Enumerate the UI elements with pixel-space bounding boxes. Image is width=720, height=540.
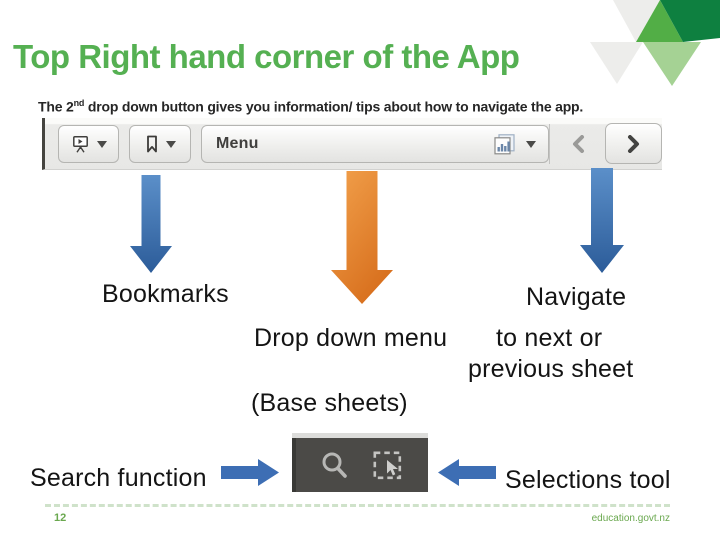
page-number: 12 — [54, 512, 67, 524]
previous-sheet-button[interactable] — [549, 124, 605, 164]
bookmark-icon — [146, 135, 157, 153]
subtitle-part1: The — [38, 98, 66, 115]
search-icon[interactable] — [321, 451, 348, 479]
menu-button-right — [494, 126, 536, 162]
base-sheets-label: (Base sheets) — [251, 389, 408, 417]
chevron-left-icon — [572, 135, 584, 153]
menu-button[interactable]: Menu — [201, 125, 549, 163]
footer-url: education.govt.nz — [591, 513, 670, 524]
presentation-dropdown-button[interactable] — [58, 125, 119, 163]
navigate-down-arrow — [580, 168, 624, 273]
chevron-right-icon — [627, 134, 639, 153]
next-sheet-button[interactable] — [605, 123, 662, 164]
triangle-decoration — [590, 0, 720, 86]
subtitle: The 2nd drop down button gives you infor… — [38, 98, 583, 115]
chevron-down-icon — [165, 140, 176, 148]
panel-top-strip — [292, 433, 428, 438]
selections-left-arrow — [438, 459, 496, 486]
subtitle-ordinal: nd — [73, 98, 85, 108]
selections-icon[interactable] — [373, 450, 403, 480]
page-title: Top Right hand corner of the App — [13, 38, 520, 75]
search-function-label: Search function — [30, 464, 207, 492]
navigate-label-line1: Navigate — [526, 283, 627, 311]
navigate-label-line3: previous sheet — [468, 355, 634, 383]
bookmarks-label: Bookmarks — [102, 280, 229, 308]
bookmark-dropdown-button[interactable] — [129, 125, 191, 163]
sheets-chart-icon — [494, 133, 515, 154]
chevron-down-icon — [96, 140, 107, 148]
footer-divider — [45, 504, 670, 507]
drop-down-menu-label: Drop down menu — [254, 324, 448, 352]
chevron-down-icon — [526, 140, 536, 148]
search-right-arrow — [221, 459, 279, 486]
drop-down-menu-arrow — [331, 171, 393, 304]
presentation-play-icon — [72, 135, 88, 153]
bookmarks-down-arrow — [130, 175, 172, 273]
menu-button-label: Menu — [216, 135, 259, 152]
subtitle-part2: drop down button gives you information/ … — [84, 98, 584, 115]
subtitle-number: 2 — [65, 98, 74, 115]
navigate-label-line2: to next or — [496, 324, 603, 352]
app-toolbar: Menu — [42, 118, 662, 170]
search-selections-panel — [292, 438, 428, 492]
selections-tool-label: Selections tool — [505, 466, 671, 494]
